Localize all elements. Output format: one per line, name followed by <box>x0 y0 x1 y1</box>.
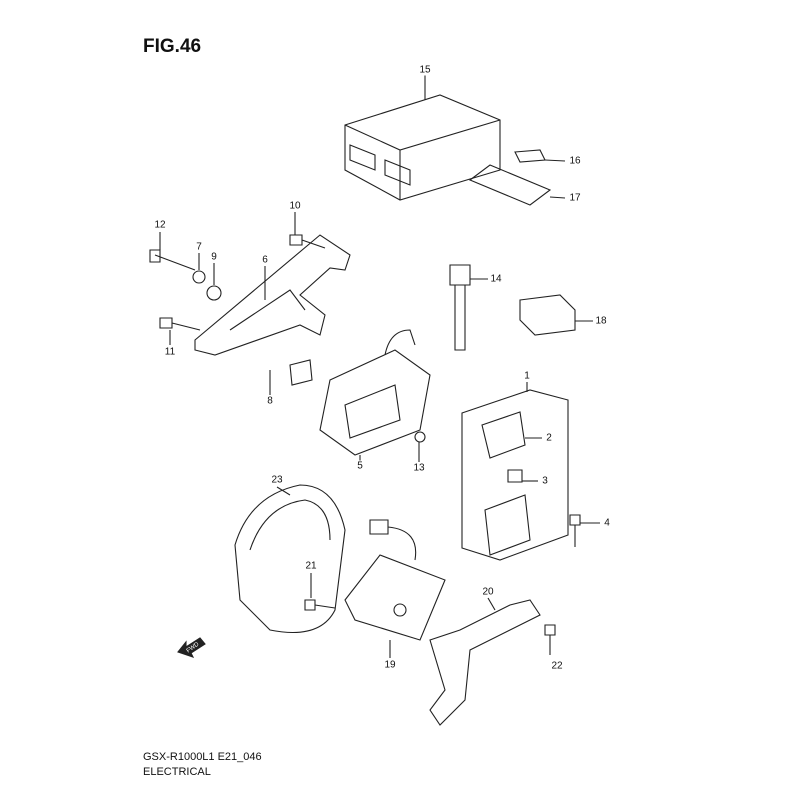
bracket-6 <box>194 234 351 356</box>
regulator-5 <box>319 349 431 456</box>
callout-23: 23 <box>270 474 284 486</box>
callout-13: 13 <box>412 462 426 474</box>
collar-8 <box>289 359 313 386</box>
callout-12: 12 <box>153 219 167 231</box>
label-sticker-16 <box>514 149 546 163</box>
callout-8: 8 <box>266 395 274 407</box>
cover-23 <box>234 484 346 634</box>
ignition-coil-14 <box>449 264 471 351</box>
relay-box-1 <box>461 389 569 561</box>
bolt-22 <box>544 624 556 655</box>
callout-18: 18 <box>594 315 608 327</box>
bolt-10 <box>289 234 326 249</box>
ecu-unit-drawing <box>344 75 501 201</box>
callout-17: 17 <box>568 192 582 204</box>
callout-5: 5 <box>356 460 364 472</box>
callout-19: 19 <box>383 659 397 671</box>
model-code: GSX-R1000L1 E21_046 <box>143 751 262 763</box>
callout-1: 1 <box>523 370 531 382</box>
module-19 <box>344 554 446 641</box>
callout-14: 14 <box>489 273 503 285</box>
bolt-21 <box>304 599 336 611</box>
callout-11: 11 <box>163 346 177 358</box>
callout-15: 15 <box>418 64 432 76</box>
switch-18 <box>519 294 576 336</box>
bolt-11 <box>159 317 201 331</box>
callout-9: 9 <box>210 251 218 263</box>
fwd-arrow-icon <box>177 637 206 658</box>
callout-20: 20 <box>481 586 495 598</box>
callout-10: 10 <box>288 200 302 212</box>
label-sheet-17 <box>468 164 552 206</box>
bracket-20 <box>429 599 541 726</box>
callout-16: 16 <box>568 155 582 167</box>
callout-2: 2 <box>545 432 553 444</box>
callout-22: 22 <box>550 660 564 672</box>
bolt-12 <box>149 249 196 271</box>
callout-21: 21 <box>304 560 318 572</box>
callout-3: 3 <box>541 475 549 487</box>
figure-title: FIG.46 <box>143 36 202 57</box>
section-name: ELECTRICAL <box>143 766 211 778</box>
callout-6: 6 <box>261 254 269 266</box>
callout-7: 7 <box>195 241 203 253</box>
callout-4: 4 <box>603 517 611 529</box>
